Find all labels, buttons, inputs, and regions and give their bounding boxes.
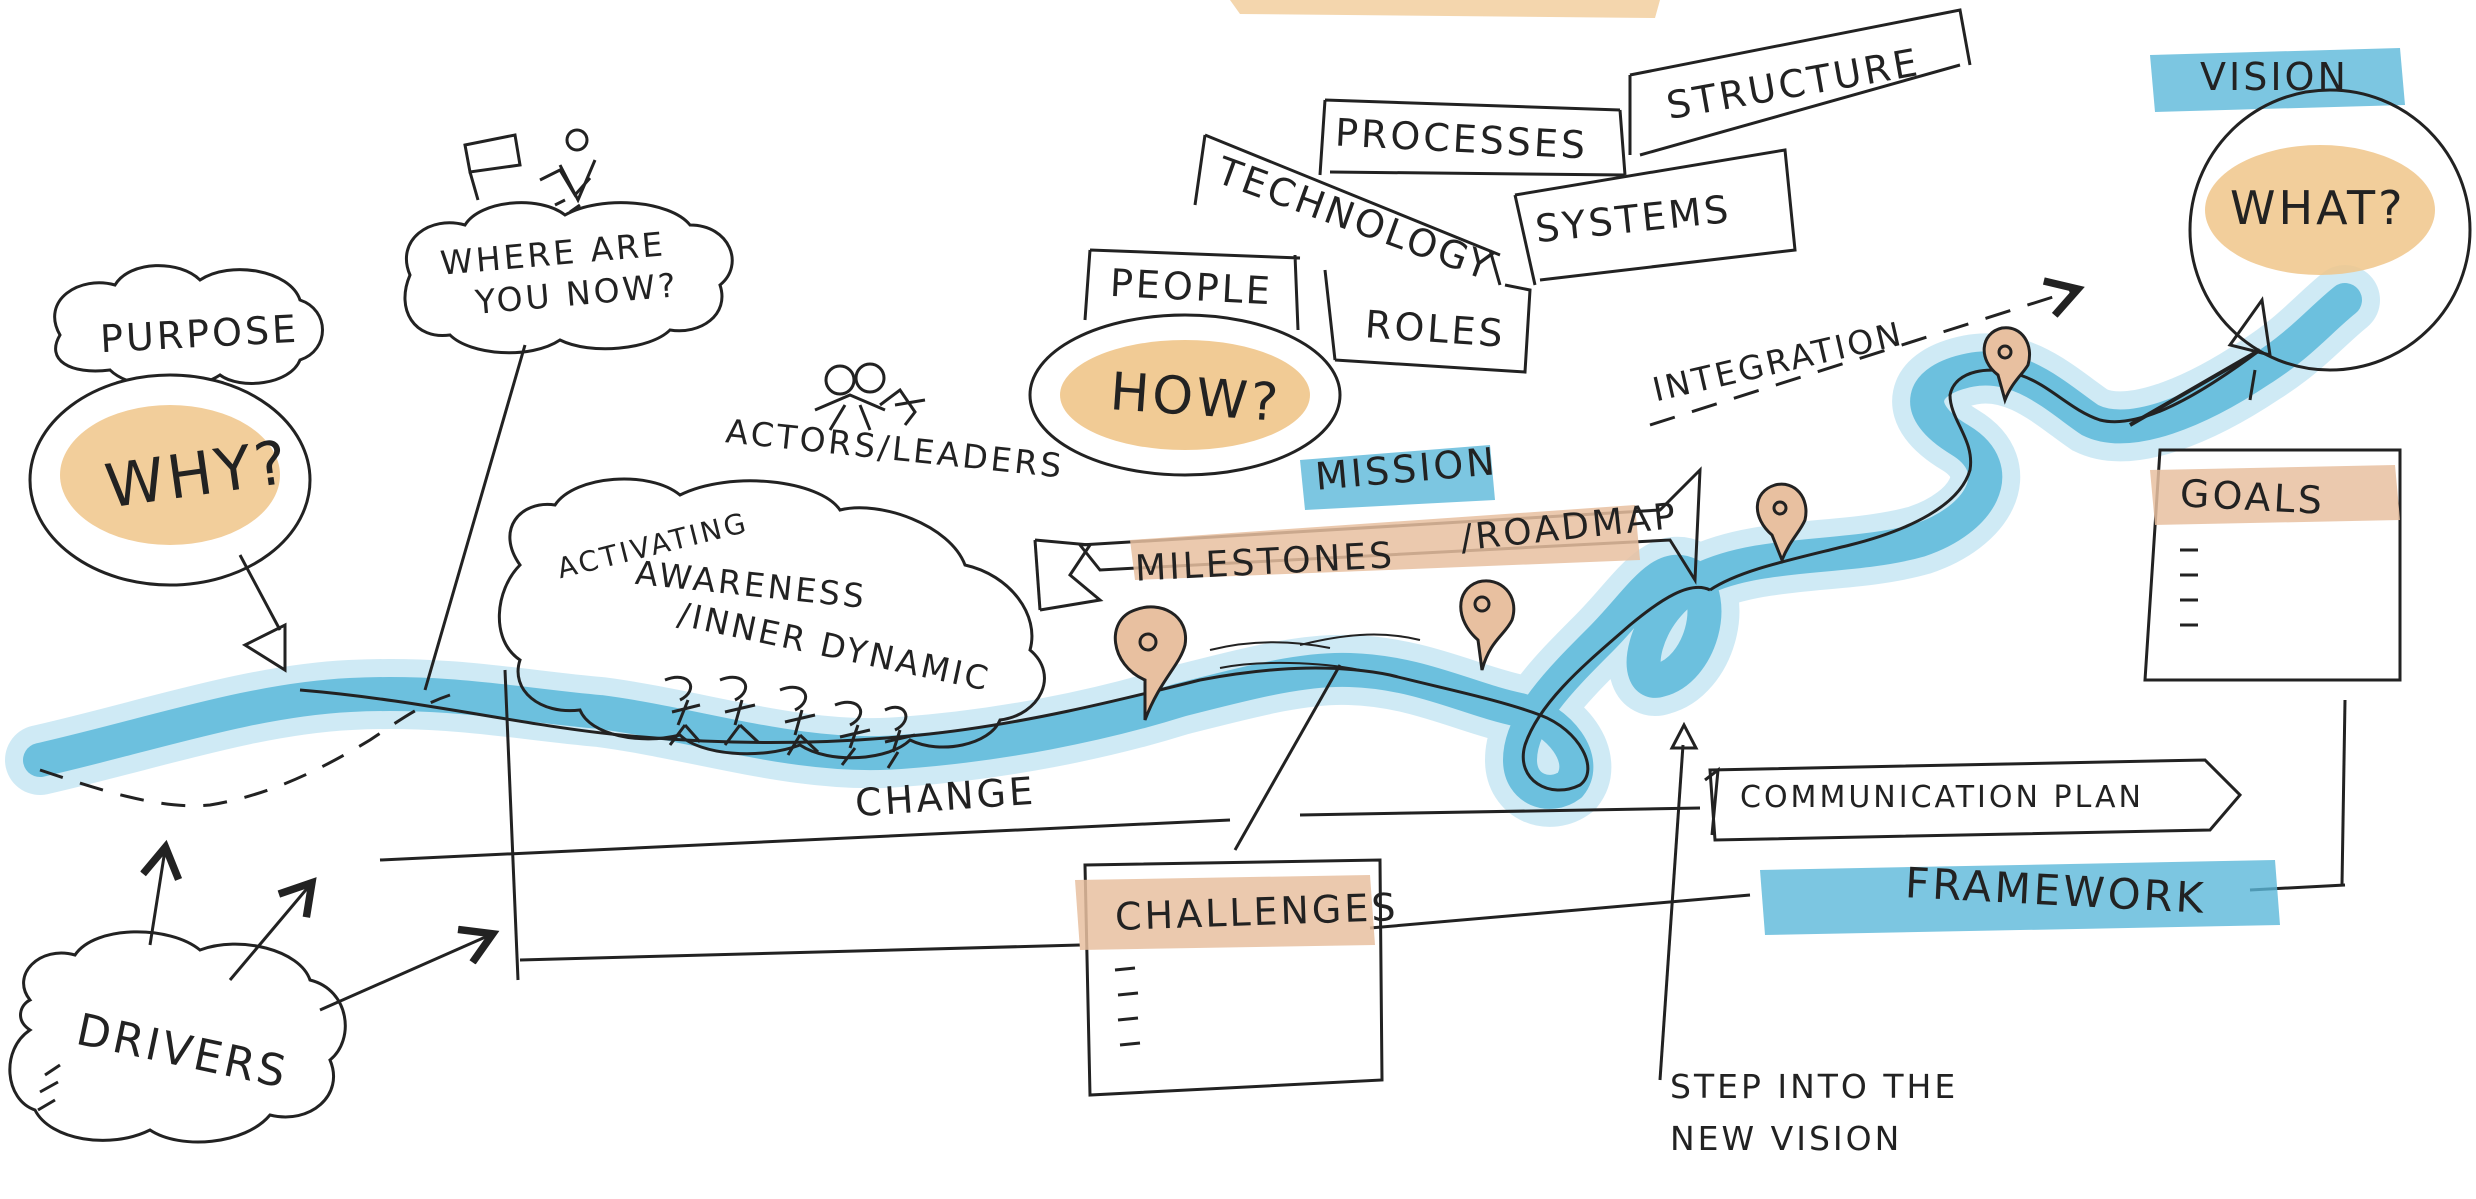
what-label: WHAT? [2230,181,2406,235]
goals-box [2143,448,2402,682]
activating-awareness-group [497,477,1046,769]
drivers-group [8,850,490,1144]
actors-figures [814,362,926,431]
purpose-group [28,264,324,673]
new-vision-label: NEW VISION [1670,1119,1903,1158]
communication-plan-banner [1704,758,2243,842]
challenges-label: CHALLENGES [1114,885,1400,939]
people-label: PEOPLE [1108,260,1274,314]
how-label: HOW? [1108,362,1283,434]
communication-plan-label: COMMUNICATION PLAN [1740,780,2144,815]
how-group [1028,313,1342,477]
roles-label: ROLES [1363,302,1507,356]
framework-lines [379,664,2347,981]
change-river [5,265,2380,827]
map-pins [1113,326,2031,721]
map-pin [1459,579,1516,671]
where-are-you-now-group [403,128,734,691]
mission-banner [1033,445,1702,612]
challenges-box [1075,858,1384,1097]
vision-label: VISION [2200,55,2349,99]
framework-highlight [1760,860,2280,935]
vision-group [2150,48,2472,401]
purpose-label: PURPOSE [98,306,301,362]
map-pin [1755,482,1808,565]
goals-label: GOALS [2178,471,2327,523]
map-pin [1113,605,1187,721]
map-pin [1982,326,2031,405]
step-into-label: STEP INTO THE [1670,1067,1959,1106]
organisation-frames [1083,8,1972,374]
integration-arrow [1649,290,2075,427]
step-into-vision-marker [1658,721,1699,1081]
